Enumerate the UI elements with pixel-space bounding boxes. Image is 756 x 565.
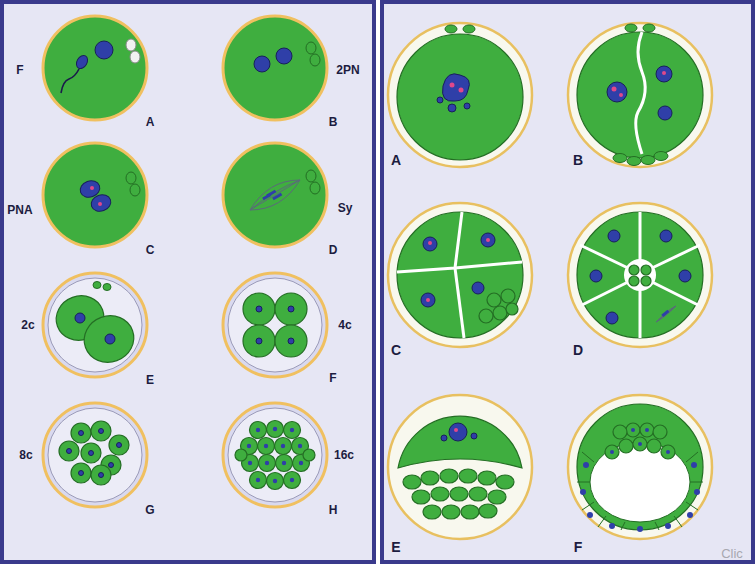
first-cleavage [568, 23, 712, 167]
panel-letter: F [574, 540, 583, 554]
panel-letter: A [146, 116, 155, 128]
panel-letter: E [146, 374, 154, 386]
panel-letter: G [145, 504, 154, 516]
stage-label: 2PN [336, 64, 359, 76]
panel-letter: B [329, 116, 338, 128]
sixteen-cell-embryo [223, 403, 327, 507]
four-cell-embryo [223, 273, 327, 377]
stage-label: Sy [338, 202, 353, 214]
oocyte-sperm-entry [43, 16, 147, 120]
stage-label: 8c [19, 449, 32, 461]
panel-letter: F [329, 372, 336, 384]
panel-letter: D [573, 343, 583, 357]
stage-label: 2c [21, 319, 34, 331]
eight-cell-embryo [43, 403, 147, 507]
stage-label: F [16, 64, 23, 76]
blastocyst [568, 395, 712, 539]
stage-label: PNA [7, 204, 32, 216]
panel-letter: H [329, 504, 338, 516]
macromere-micromeres [388, 395, 532, 539]
stage-label: 16c [334, 449, 354, 461]
pronuclear-apposition [43, 143, 147, 247]
panel-letter: B [573, 153, 583, 167]
panel-letter: A [391, 153, 401, 167]
two-cell-embryo [43, 273, 147, 377]
panel-letter: C [391, 343, 401, 357]
panel-letter: D [329, 244, 338, 256]
left-panel [2, 2, 374, 562]
zygote-nucleus [388, 23, 532, 167]
watermark: Clic [721, 547, 743, 560]
stage-label: 4c [338, 319, 351, 331]
right-panel [382, 2, 753, 562]
two-pronuclei [223, 16, 327, 120]
multi-blastomeres [568, 203, 712, 347]
panel-letter: C [146, 244, 155, 256]
syngamy-spindle [223, 143, 327, 247]
panel-letter: E [391, 540, 400, 554]
four-blastomeres [388, 203, 532, 347]
